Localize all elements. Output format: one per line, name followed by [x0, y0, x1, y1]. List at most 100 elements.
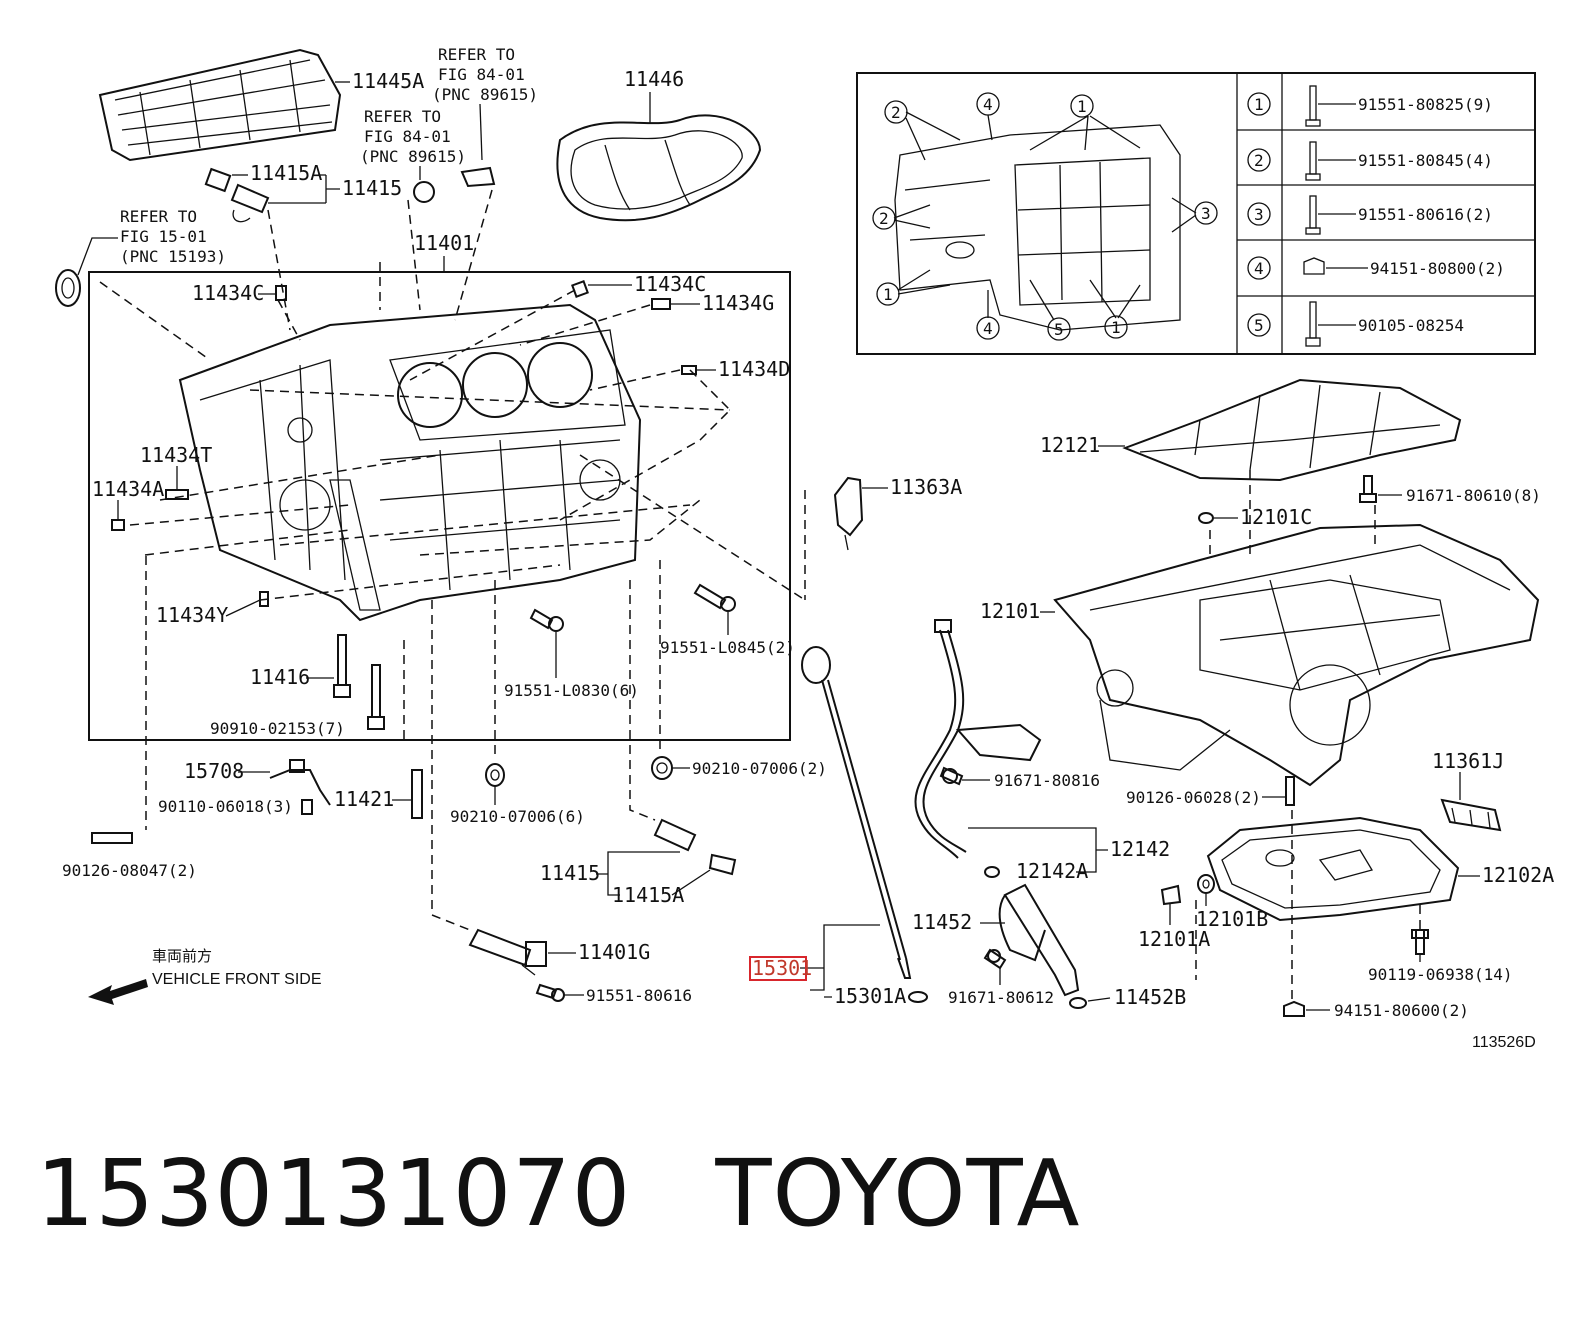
svg-text:5: 5	[1054, 320, 1064, 339]
table-row-5: 5 90105-08254	[1247, 301, 1464, 347]
part-90910-bolt[interactable]	[367, 664, 385, 730]
svg-text:(PNC 89615): (PNC 89615)	[432, 85, 538, 104]
label-91671-80610: 91671-80610(8)	[1406, 486, 1541, 505]
svg-text:5: 5	[1254, 316, 1264, 335]
svg-text:(PNC 89615): (PNC 89615)	[360, 147, 466, 166]
part-11434G[interactable]	[651, 298, 671, 310]
part-11361J[interactable]	[1440, 798, 1502, 832]
part-11434C-right[interactable]	[571, 280, 589, 298]
part-11416-bolt[interactable]	[333, 634, 351, 698]
part-oil-seal[interactable]	[55, 269, 81, 307]
part-15301-dipstick[interactable]	[801, 646, 912, 979]
part-90119-bolt[interactable]	[1411, 929, 1429, 955]
part-11434D[interactable]	[681, 365, 697, 375]
part-94151-80600-nut[interactable]	[1283, 1000, 1305, 1017]
label-11415-bottom: 11415	[540, 861, 600, 885]
brand-name: TOYOTA	[715, 1140, 1081, 1247]
svg-text:2: 2	[1254, 151, 1264, 170]
part-12101B-gasket[interactable]	[1197, 874, 1215, 894]
label-11361J: 11361J	[1432, 749, 1504, 773]
svg-text:REFER TO: REFER TO	[364, 107, 441, 126]
label-91551-L0830: 91551-L0830(6)	[504, 681, 639, 700]
label-11401G: 11401G	[578, 940, 650, 964]
part-11401-cylinder-block[interactable]	[178, 303, 642, 622]
part-12121-baffle[interactable]	[1122, 378, 1462, 482]
part-91551-L0845[interactable]	[693, 583, 736, 612]
part-91551-L0830[interactable]	[529, 608, 564, 632]
label-12101: 12101	[980, 599, 1040, 623]
part-15301A-oring[interactable]	[908, 991, 928, 1003]
label-11445A: 11445A	[352, 69, 424, 93]
part-91671-80816-bolt[interactable]	[939, 766, 964, 786]
part-11434Y[interactable]	[259, 591, 269, 607]
label-94151-80600: 94151-80600(2)	[1334, 1001, 1469, 1020]
label-91551-80616-bottom: 91551-80616	[586, 986, 692, 1005]
label-11363A: 11363A	[890, 475, 962, 499]
part-91551-80616-bolt[interactable]	[535, 983, 565, 1002]
part-11446-gasket[interactable]	[556, 114, 762, 222]
label-11434C-left: 11434C	[192, 281, 264, 305]
label-91671-80816: 91671-80816	[994, 771, 1100, 790]
part-11363A[interactable]	[833, 476, 864, 551]
label-11434A: 11434A	[92, 477, 164, 501]
part-91671-80612-bolt[interactable]	[983, 948, 1007, 970]
svg-text:REFER TO: REFER TO	[438, 45, 515, 64]
part-11415-top[interactable]	[204, 167, 270, 223]
label-11434Y: 11434Y	[156, 603, 228, 627]
part-90126-06028[interactable]	[1285, 776, 1295, 806]
label-90910: 90910-02153(7)	[210, 719, 345, 738]
label-15301: 15301	[752, 956, 812, 980]
part-11401G-sensor[interactable]	[468, 928, 547, 976]
svg-text:2: 2	[891, 103, 901, 122]
label-15301A: 15301A	[834, 984, 906, 1008]
part-12102A-lower-pan[interactable]	[1206, 816, 1460, 922]
part-90210-washer-6[interactable]	[485, 763, 505, 787]
svg-text:3: 3	[1254, 205, 1264, 224]
svg-text:FIG 15-01: FIG 15-01	[120, 227, 207, 246]
svg-text:90105-08254: 90105-08254	[1358, 316, 1464, 335]
part-oil-level-gauge-guide[interactable]	[914, 619, 1042, 859]
svg-text:1: 1	[1077, 97, 1087, 116]
label-12142: 12142	[1110, 837, 1170, 861]
label-11415-top: 11415	[342, 176, 402, 200]
svg-text:4: 4	[1254, 259, 1264, 278]
part-11445A-cover[interactable]	[98, 48, 342, 162]
svg-text:94151-80800(2): 94151-80800(2)	[1370, 259, 1505, 278]
part-12142A-oring[interactable]	[984, 866, 1000, 878]
part-11452-pipe[interactable]	[998, 883, 1080, 997]
part-90210-washer-2[interactable]	[651, 756, 673, 780]
svg-text:3: 3	[1201, 204, 1211, 223]
part-11434C-left[interactable]	[275, 285, 287, 301]
table-row-4: 4 94151-80800(2)	[1247, 256, 1505, 280]
part-11415-bottom[interactable]	[653, 818, 737, 876]
part-15708[interactable]	[269, 759, 331, 806]
label-11401: 11401	[414, 231, 474, 255]
part-91671-80610-bolt[interactable]	[1359, 475, 1377, 503]
part-90110-bolt[interactable]	[301, 799, 313, 815]
label-11452: 11452	[912, 910, 972, 934]
part-12101C[interactable]	[1198, 512, 1214, 524]
part-90126-08047[interactable]	[91, 832, 133, 844]
part-11452B-oring[interactable]	[1069, 997, 1087, 1009]
fastener-table: 2 4 1 2 3 1 4 5 1 1 91551-80825(9) 2 915…	[856, 72, 1536, 355]
block-assembly-frame	[88, 271, 791, 741]
part-12101-oil-pan[interactable]	[1053, 523, 1540, 787]
label-11415A-top: 11415A	[250, 161, 322, 185]
table-oil-pan-sketch	[894, 124, 1181, 331]
label-91671-80612: 91671-80612	[948, 988, 1054, 1007]
part-12101A-plug[interactable]	[1160, 884, 1182, 906]
label-11434G: 11434G	[702, 291, 774, 315]
part-11434A[interactable]	[111, 519, 125, 531]
part-11421-pin[interactable]	[411, 769, 423, 819]
part-knock-sensor[interactable]	[413, 166, 496, 203]
label-90210-2: 90210-07006(2)	[692, 759, 827, 778]
label-12142A: 12142A	[1016, 859, 1088, 883]
label-11434D: 11434D	[718, 357, 790, 381]
label-12121: 12121	[1040, 433, 1100, 457]
label-90210-6: 90210-07006(6)	[450, 807, 585, 826]
svg-text:91551-80845(4): 91551-80845(4)	[1358, 151, 1493, 170]
svg-text:2: 2	[879, 209, 889, 228]
svg-text:91551-80825(9): 91551-80825(9)	[1358, 95, 1493, 114]
